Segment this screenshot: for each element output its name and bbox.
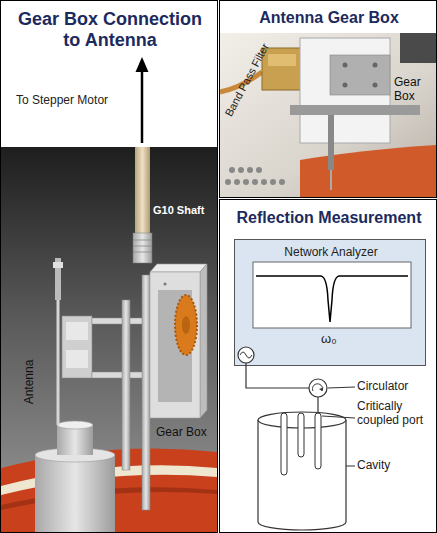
gear-box-photo bbox=[373, 83, 378, 88]
gear-box-photo bbox=[225, 179, 231, 185]
gear-box-photo bbox=[300, 38, 390, 143]
signal-wire bbox=[246, 363, 318, 413]
signal-wire bbox=[317, 397, 318, 413]
leader-line bbox=[328, 387, 355, 388]
cryostat-cylinder bbox=[35, 455, 115, 533]
circulator-symbol bbox=[309, 379, 327, 397]
analyzer-label: Network Analyzer bbox=[235, 246, 427, 260]
gear-box-photo bbox=[234, 179, 240, 185]
cavity-cylinder bbox=[281, 413, 287, 475]
antenna-rod bbox=[53, 258, 63, 425]
leader-line bbox=[346, 466, 355, 467]
gear-box-photo bbox=[328, 115, 334, 170]
signal-wire bbox=[246, 363, 309, 388]
direction-label: To Stepper Motor bbox=[16, 94, 128, 108]
gear-box-body bbox=[150, 264, 207, 272]
g10-shaft bbox=[133, 252, 152, 253]
gear-box-rails bbox=[142, 275, 150, 510]
cavity-cylinder bbox=[315, 413, 321, 469]
antenna-bracket bbox=[92, 372, 144, 378]
panel-title: Reflection Measurement bbox=[224, 209, 434, 227]
g10-shaft bbox=[135, 147, 150, 233]
part-label: Gear Box bbox=[156, 426, 216, 440]
gear-box-photo bbox=[243, 179, 249, 185]
circulator-symbol bbox=[319, 388, 324, 392]
antenna-bracket bbox=[62, 316, 144, 378]
antenna-bracket bbox=[92, 318, 144, 324]
gear-box-photo bbox=[261, 179, 267, 185]
render-scene bbox=[1, 147, 217, 533]
gear-box-photo bbox=[330, 170, 332, 190]
cavity-cylinder bbox=[258, 420, 346, 530]
panel-box: Reflection MeasurementNetwork Analyzer ω₀ bbox=[219, 199, 437, 533]
frequency-label: ω₀ bbox=[321, 332, 351, 347]
gear-box-body bbox=[200, 264, 207, 418]
analyzer-box: Network Analyzer ω₀ bbox=[234, 239, 426, 366]
gear-box-photo bbox=[256, 167, 262, 173]
gear-box-photo bbox=[270, 179, 276, 185]
g10-shaft bbox=[133, 147, 152, 263]
motor-arrow bbox=[136, 57, 149, 143]
part-label: Circulator bbox=[357, 380, 435, 394]
gear-box-body bbox=[150, 272, 200, 418]
cavity-cylinder bbox=[258, 412, 346, 530]
g10-shaft bbox=[133, 246, 152, 247]
gear-box-photo bbox=[400, 33, 436, 63]
circulator-symbol bbox=[313, 384, 323, 391]
gear-box-photo bbox=[343, 83, 348, 88]
motor-arrow bbox=[141, 70, 144, 143]
gear-box-photo bbox=[279, 179, 285, 185]
circulator-symbol bbox=[309, 379, 327, 397]
gear-box-body bbox=[164, 283, 167, 286]
part-label: G10 Shaft bbox=[153, 204, 215, 217]
gear-box-photo bbox=[300, 145, 436, 197]
gear-box-photo bbox=[330, 55, 390, 95]
render-scene bbox=[1, 448, 217, 533]
part-label: Critically coupled port bbox=[357, 400, 437, 428]
panel-title: Gear Box Connection to Antenna bbox=[15, 9, 205, 50]
gear-box-photo bbox=[343, 63, 348, 68]
gear-box-photo bbox=[238, 167, 244, 173]
gear-box-photo bbox=[373, 63, 378, 68]
part-label: Gear Box bbox=[394, 76, 432, 104]
gear-box-photo bbox=[247, 167, 253, 173]
gear-box-photo bbox=[220, 33, 436, 197]
cryostat-cylinder bbox=[35, 421, 115, 533]
gear-box-body bbox=[175, 295, 197, 355]
leader-line bbox=[322, 387, 355, 466]
leader-line bbox=[322, 416, 355, 418]
g10-shaft bbox=[133, 240, 152, 241]
cavity-cylinder bbox=[258, 412, 346, 428]
gear-box-photo bbox=[262, 48, 302, 90]
panel-box: Gear Box Connection to Antenna bbox=[0, 0, 218, 533]
gear-box-rails bbox=[122, 300, 130, 470]
motor-arrow bbox=[136, 57, 149, 72]
antenna-bracket bbox=[66, 322, 88, 340]
part-label: Antenna bbox=[23, 360, 37, 405]
antenna-bracket bbox=[62, 316, 92, 378]
gear-box-body bbox=[182, 316, 190, 334]
panel-title: Antenna Gear Box bbox=[224, 9, 434, 27]
antenna-bracket bbox=[66, 350, 88, 368]
g10-shaft bbox=[133, 233, 152, 263]
cavity-cylinder bbox=[298, 413, 304, 457]
gear-box-photo bbox=[290, 105, 420, 115]
cryostat-cylinder bbox=[57, 421, 93, 429]
gear-box-photo bbox=[252, 179, 258, 185]
gear-box-photo bbox=[229, 167, 235, 173]
antenna-rod bbox=[53, 262, 63, 268]
antenna-rod bbox=[57, 300, 60, 425]
gear-box-photo bbox=[268, 54, 296, 66]
render-scene bbox=[1, 147, 217, 532]
gear-box-photo bbox=[220, 33, 436, 197]
part-label: Cavity bbox=[357, 459, 427, 473]
cryostat-cylinder bbox=[57, 425, 93, 455]
gear-box-rails bbox=[122, 275, 150, 510]
gear-box-body bbox=[150, 264, 207, 418]
